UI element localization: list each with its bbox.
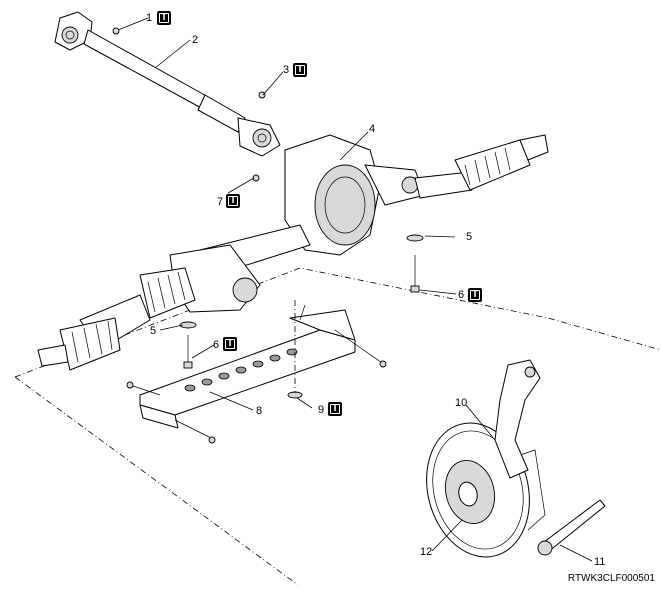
torque-badge-7: T: [226, 194, 240, 208]
callout-label-10: 10: [455, 397, 468, 409]
mount-bolts: [112, 27, 424, 399]
callout-label-6-left: 6: [213, 339, 220, 351]
section-boundary: [14, 267, 661, 378]
crossmember: [126, 304, 387, 444]
callout-label-4: 4: [369, 123, 376, 135]
right-driveshaft: [454, 134, 549, 191]
callout-label-5-right: 5: [466, 231, 473, 243]
callout-label-11: 11: [594, 556, 606, 568]
callout-label-12: 12: [420, 546, 433, 558]
torque-badge-9: T: [328, 402, 342, 416]
steering-knuckle: [494, 359, 541, 479]
callout-label-5-left: 5: [150, 325, 157, 337]
left-axle-assembly: [37, 224, 311, 371]
document-code: RTWK3CLF000501: [567, 573, 655, 584]
torque-badge-6-right: T: [468, 288, 482, 302]
callout-label-2: 2: [192, 34, 199, 46]
callout-label-6-right: 6: [458, 289, 465, 301]
callout-label-8: 8: [256, 405, 263, 417]
callout-label-9: 9: [318, 404, 325, 416]
torque-badge-6-left: T: [223, 337, 237, 351]
callout-label-7: 7: [217, 196, 224, 208]
torque-badge-3: T: [293, 63, 307, 77]
callout-label-3: 3: [283, 64, 290, 76]
leader-lines: [117, 17, 593, 562]
front-differential: [284, 134, 473, 256]
tie-rod-end: [537, 499, 606, 556]
propeller-shaft: [54, 11, 281, 157]
callout-label-1: 1: [146, 12, 153, 24]
torque-badge-1: T: [157, 11, 171, 25]
